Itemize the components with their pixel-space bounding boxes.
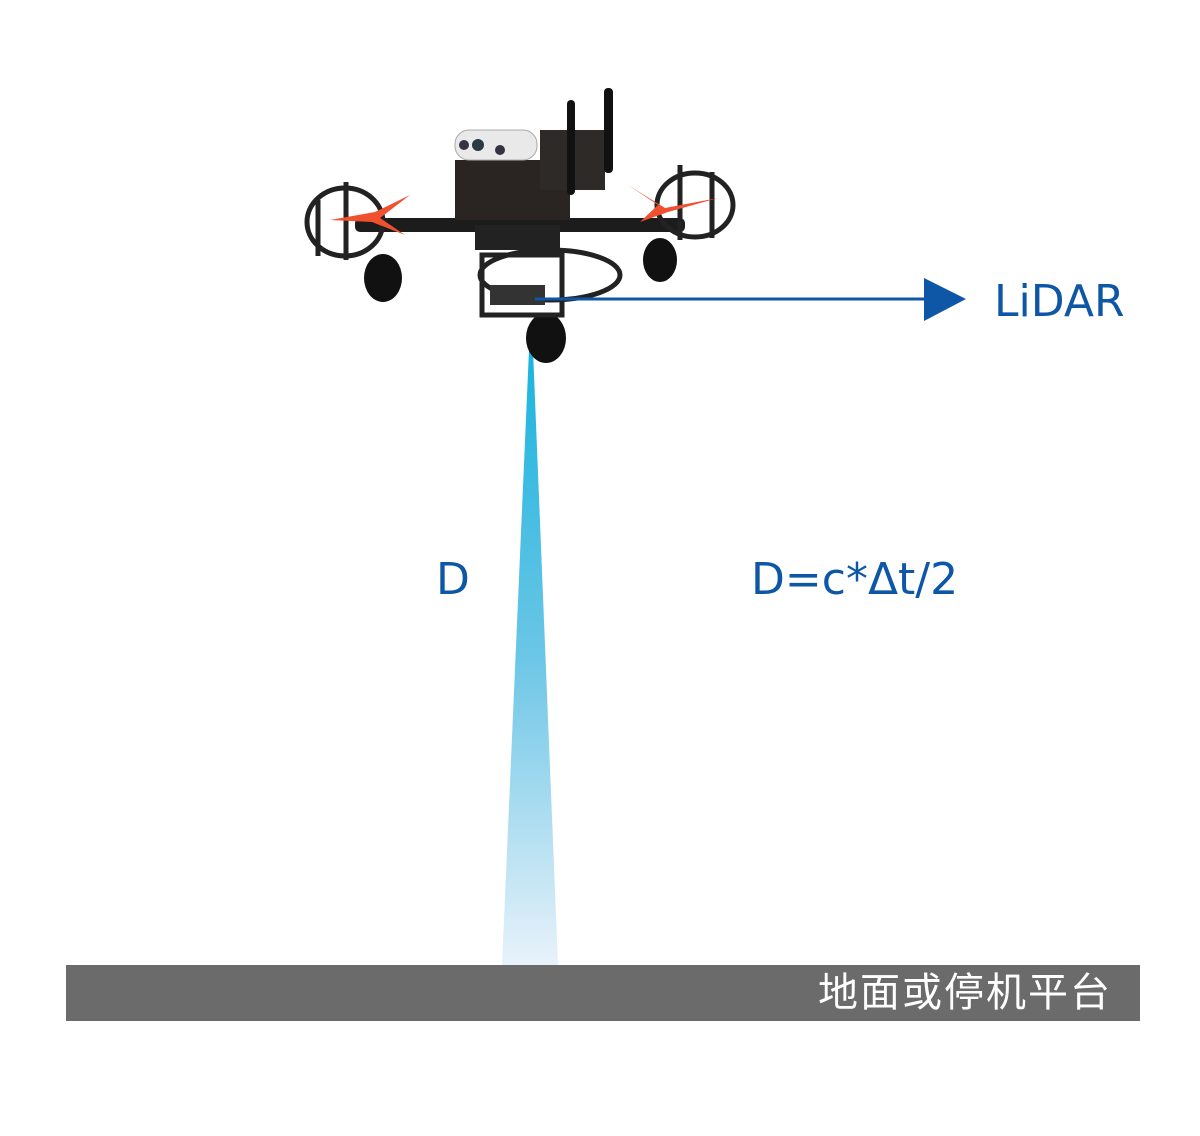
- laser-beam: [502, 350, 558, 965]
- ground-label: 地面或停机平台: [818, 970, 1112, 1016]
- lidar-arrowhead-icon: [924, 278, 966, 321]
- lidar-label: LiDAR: [994, 276, 1125, 327]
- distance-label: D: [436, 554, 470, 605]
- distance-formula: D=c*Δt/2: [751, 554, 959, 605]
- drone-icon: [304, 88, 736, 363]
- ground-platform: 地面或停机平台: [66, 965, 1140, 1021]
